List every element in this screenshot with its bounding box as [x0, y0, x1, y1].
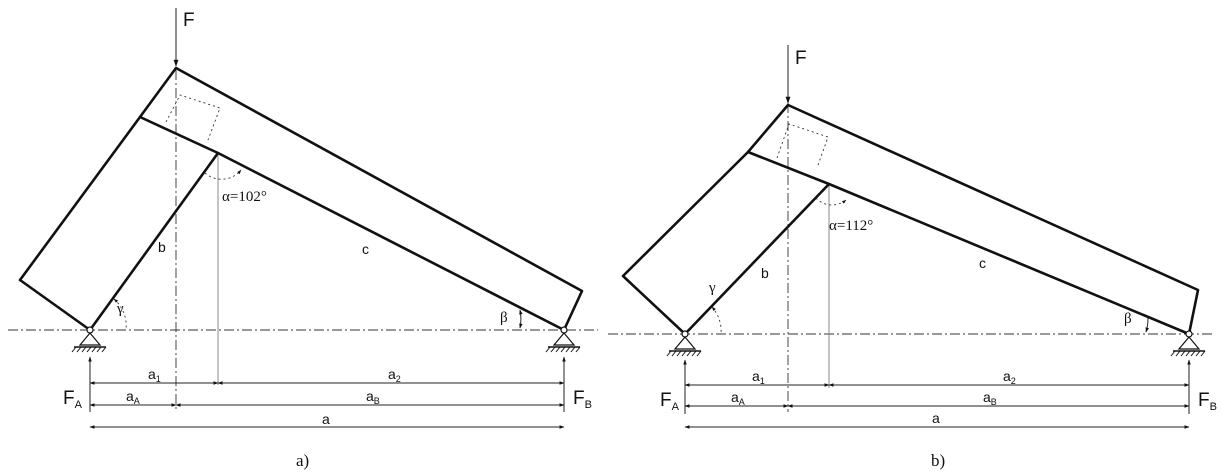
alpha-label: α=102° [222, 189, 267, 205]
dim-aB-label: aB [366, 388, 380, 406]
dim-a1-label: a1 [148, 366, 161, 384]
dim-a-label: a [932, 410, 940, 426]
dim-aA-label: aA [126, 388, 140, 406]
side-b-label: b [158, 239, 166, 255]
beta-arc [1145, 317, 1149, 333]
caption-b: b) [931, 451, 945, 470]
triangle-sides [684, 182, 1190, 336]
dim-a2-label: a2 [1003, 368, 1016, 386]
gamma-arc [113, 298, 127, 331]
caption-a: a) [296, 451, 309, 470]
reaction-b-label: FB [1198, 390, 1217, 413]
alpha-arc [204, 169, 242, 180]
reaction-a-label: FA [660, 390, 680, 413]
support-b [545, 332, 581, 353]
beam-b-outline [18, 115, 219, 332]
force-label: F [183, 10, 195, 31]
support-a [71, 332, 107, 353]
gamma-label: γ [708, 280, 716, 296]
support-a [666, 336, 702, 357]
beta-label: β [1124, 311, 1132, 327]
force-label: F [795, 48, 807, 69]
dim-a-label: a [322, 411, 330, 427]
dim-aA-label: aA [731, 389, 745, 407]
right-angle-marker [776, 123, 829, 169]
alpha-arc [815, 197, 847, 206]
right-angle-marker [165, 94, 221, 141]
reaction-b-label: FB [573, 388, 592, 411]
side-c-label: c [362, 241, 369, 257]
side-b-label: b [761, 265, 769, 281]
beam-b-outline [621, 150, 830, 335]
support-b [1170, 336, 1206, 357]
beam-c-outline [747, 103, 1200, 335]
diagram-a: F α=102° b c γ β a1 a2 aA [8, 8, 598, 470]
gamma-arc [711, 306, 722, 335]
dim-a1-label: a1 [752, 368, 765, 386]
beta-label: β [500, 310, 508, 326]
gamma-label: γ [116, 301, 124, 317]
alpha-label: α=112° [829, 218, 873, 234]
beam-c-outline [138, 66, 584, 331]
dim-aB-label: aB [983, 389, 997, 407]
dim-a2-label: a2 [388, 366, 401, 384]
reaction-a-label: FA [63, 388, 83, 411]
beta-arc [519, 309, 523, 329]
diagram-b: F α=112° b c γ β a1 a2 aA aB a FA FB [608, 45, 1217, 470]
side-c-label: c [979, 255, 986, 271]
